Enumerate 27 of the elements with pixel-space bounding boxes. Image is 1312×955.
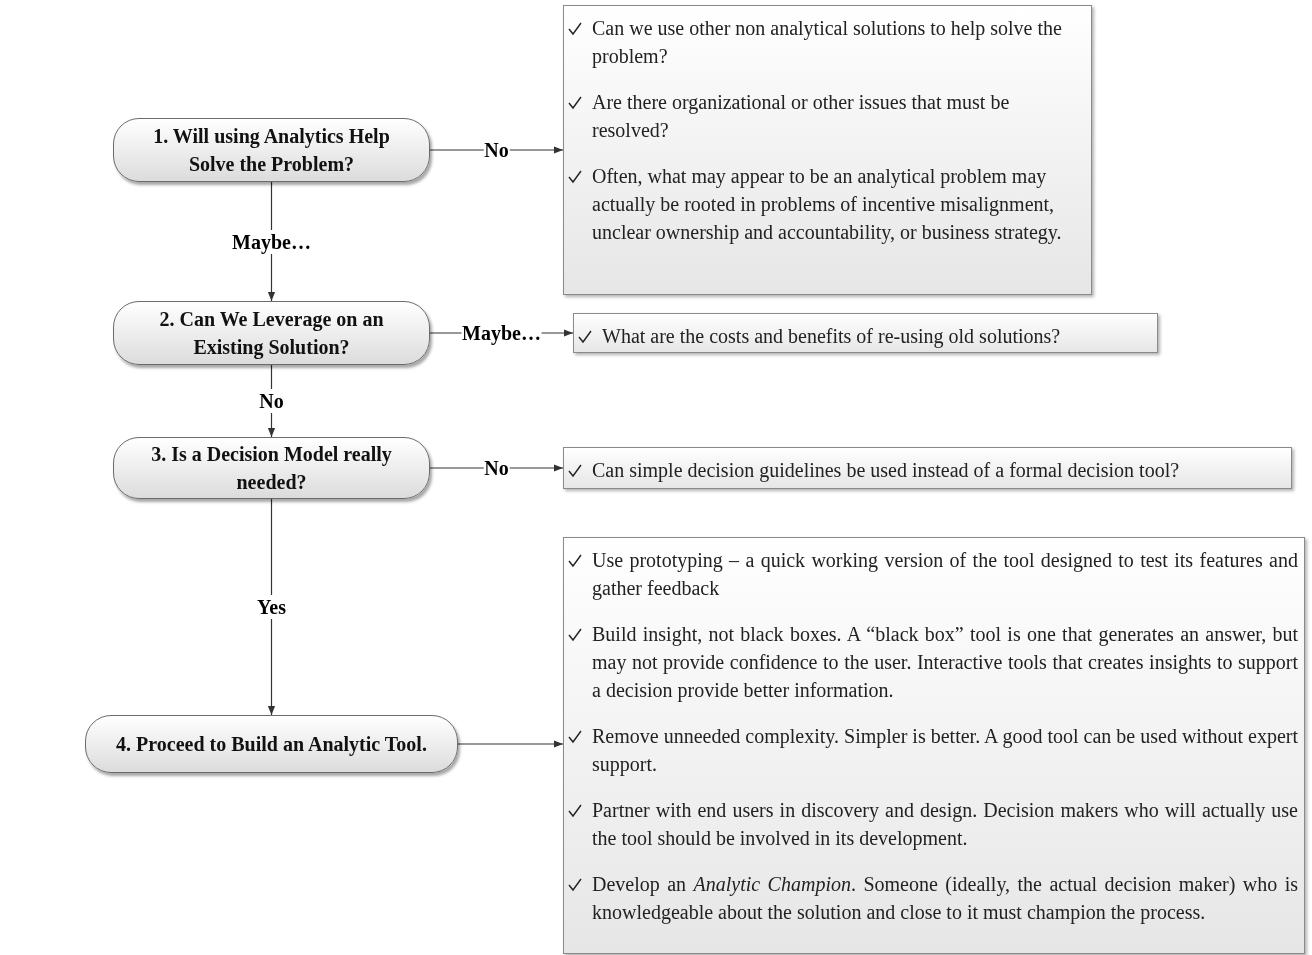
edge-label: No xyxy=(258,389,285,413)
checklist-text: Often, what may appear to be an analytical problem may actually be rooted in problems of incentive misalignment, unclear ownership and accountability, or business strategy. xyxy=(592,164,1063,246)
checklist-text: Build insight, not black boxes. A “black box” tool is one that generates an answer, but may not provide confidence to the user. Interactive tools that creates insights to support a decision provide better information. xyxy=(592,622,1298,704)
checklist-text: Remove unneeded complexity. Simpler is better. A good tool can be used without expert support. xyxy=(592,724,1298,778)
decision-box xyxy=(113,301,430,365)
checklist-text: Are there organizational or other issues that must be resolved? xyxy=(592,90,1011,143)
checklist-box xyxy=(573,313,1158,353)
checklist-text: Can we use other non analytical solutions to help solve the problem? xyxy=(592,16,1063,70)
checklist-text: Can simple decision guidelines be used instead of a formal decision tool? xyxy=(592,458,1180,484)
checklist-text: What are the costs and benefits of re-using old solutions? xyxy=(602,324,1061,350)
decision-box xyxy=(113,437,430,499)
checklist-text: Develop an Analytic Champion. Someone (ideally, the actual decision maker) who is knowledgeable about the solution and close to it must champion the process. xyxy=(592,872,1298,926)
arrow xyxy=(457,740,564,748)
decision-text: 2. Can We Leverage on an Existing Solution? xyxy=(158,307,385,361)
checklist-text: Partner with end users in discovery and design. Decision makers who will actually use the tool should be involved in its development. xyxy=(592,798,1298,852)
checklist-box xyxy=(563,537,1305,954)
decision-box xyxy=(85,715,458,773)
checklist-box xyxy=(563,447,1292,489)
decision-text: 4. Proceed to Build an Analytic Tool. xyxy=(116,732,427,758)
checklist-box xyxy=(563,5,1092,295)
decision-text: 3. Is a Decision Model really needed? xyxy=(150,442,393,495)
edge-label: Yes xyxy=(256,595,287,619)
arrow xyxy=(267,498,276,716)
checklist-text: Use prototyping – a quick working version of the tool designed to test its features and gather feedback xyxy=(592,548,1298,602)
decision-box xyxy=(113,118,430,182)
edge-label: Maybe… xyxy=(231,229,312,254)
decision-text: 1. Will using Analytics Help Solve the Problem? xyxy=(152,124,391,177)
